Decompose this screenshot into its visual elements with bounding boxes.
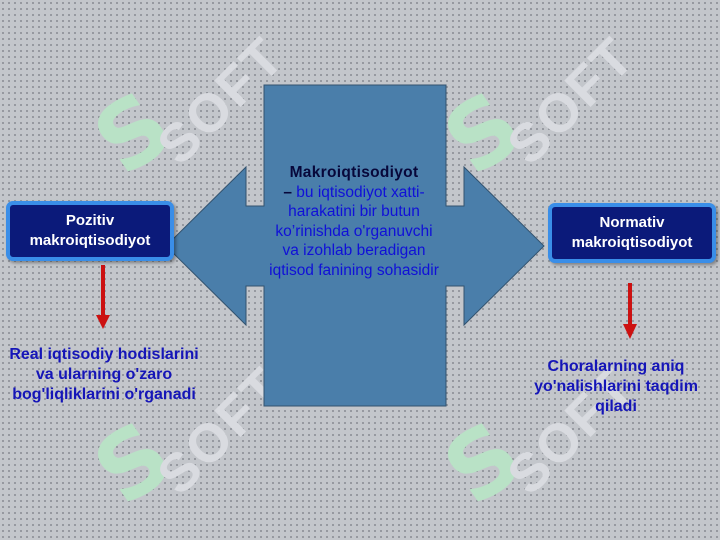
center-definition: Makroiqtisodiyot – bu iqtisodiyot xatti-… <box>268 163 440 280</box>
center-dash: – <box>283 183 292 201</box>
left-box: Pozitiv makroiqtisodiyot <box>6 201 174 261</box>
right-box-label: Normativ makroiqtisodiyot <box>571 214 693 251</box>
left-down-arrow <box>96 265 110 329</box>
left-box-label: Pozitiv makroiqtisodiyot <box>29 212 151 249</box>
right-description: Choralarning aniq yo'nalishlarini taqdim… <box>534 358 698 415</box>
right-down-arrow <box>623 283 637 339</box>
center-definition-text: bu iqtisodiyot xatti-harakatini bir butu… <box>269 183 439 279</box>
center-term: Makroiqtisodiyot <box>289 164 419 181</box>
right-box: Normativ makroiqtisodiyot <box>548 203 716 263</box>
left-description: Real iqtisodiy hodislarini va ularning o… <box>9 346 199 403</box>
central-double-arrow <box>165 84 545 407</box>
